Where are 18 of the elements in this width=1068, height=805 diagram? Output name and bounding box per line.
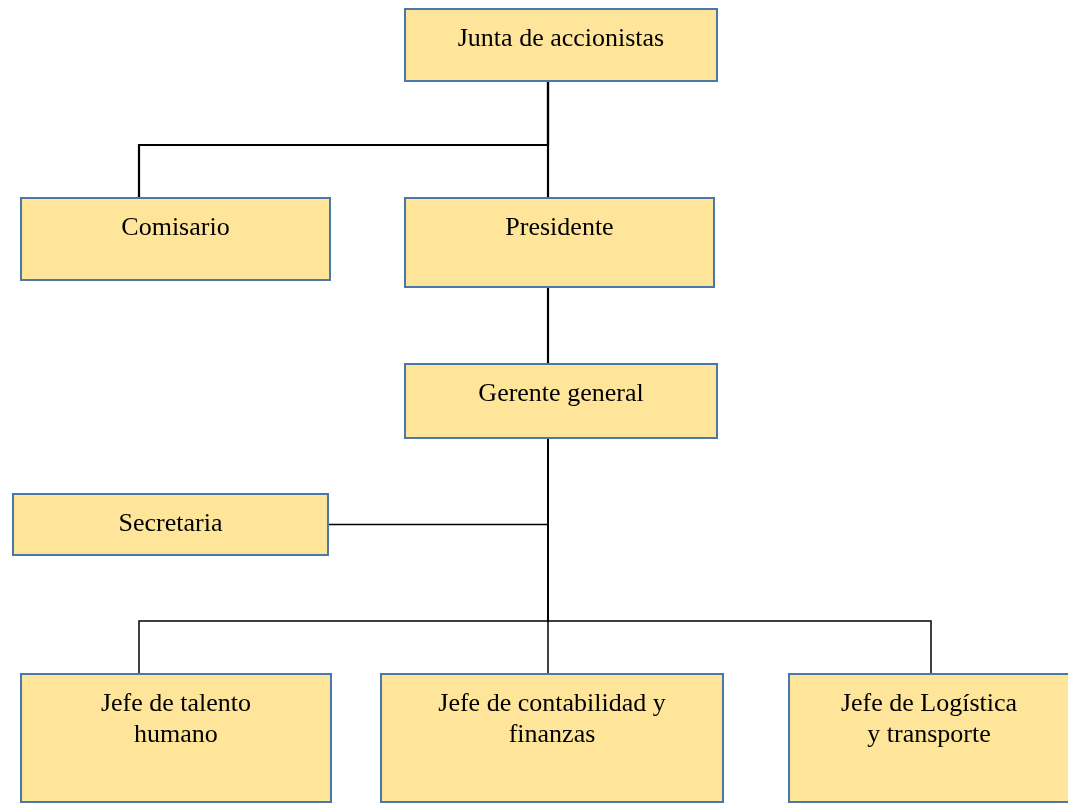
role-label: Jefe de talento humano xyxy=(99,687,253,750)
connector-line xyxy=(546,288,550,363)
org-box xyxy=(20,197,331,281)
org-box xyxy=(404,8,718,82)
org-box xyxy=(12,493,329,556)
org-box xyxy=(788,673,1068,803)
role-label: Comisario xyxy=(120,211,231,243)
org-box xyxy=(20,673,332,803)
org-box xyxy=(404,363,718,439)
role-label: Secretaria xyxy=(117,507,224,539)
role-label: Jefe de contabilidad y finanzas xyxy=(437,687,667,750)
role-label: Junta de accionistas xyxy=(456,22,666,54)
org-box xyxy=(380,673,724,803)
role-label: Jefe de Logística y transporte xyxy=(839,687,1019,750)
role-label: Presidente xyxy=(504,211,615,243)
role-label: Gerente general xyxy=(477,377,645,409)
connector-line xyxy=(546,82,550,197)
org-box xyxy=(404,197,715,288)
